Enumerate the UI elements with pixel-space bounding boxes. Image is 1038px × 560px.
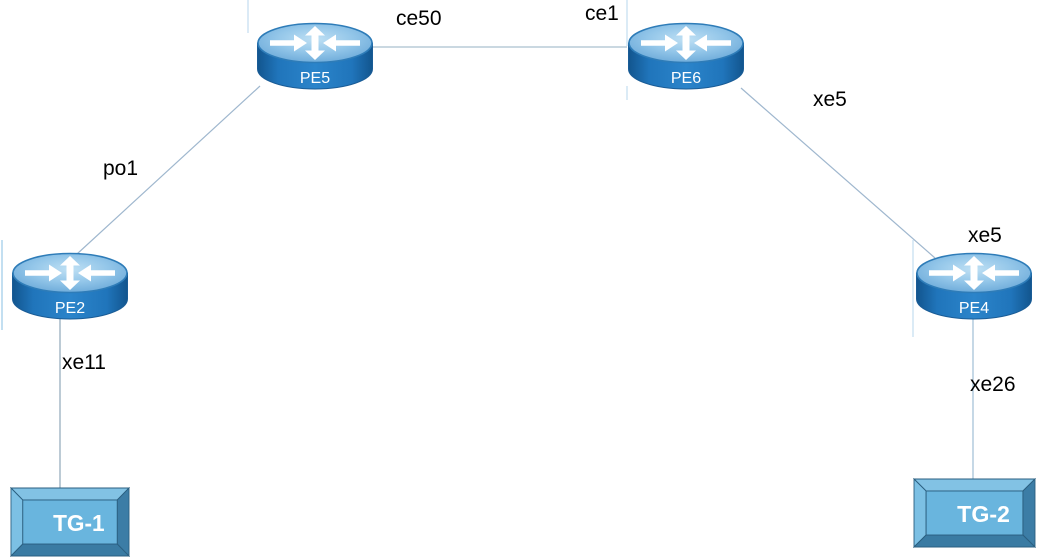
router-arrows-icon	[25, 256, 115, 290]
node-router-pe4[interactable]: PE4	[915, 252, 1033, 320]
interface-label-ce1: ce1	[585, 2, 619, 25]
node-router-pe2[interactable]: PE2	[11, 252, 129, 320]
tg-box-bevel	[10, 487, 130, 557]
node-router-pe5[interactable]: PE5	[256, 22, 374, 90]
interface-label-xe5-pe4: xe5	[968, 224, 1002, 247]
interface-label-ce50: ce50	[396, 7, 442, 30]
router-arrows-icon	[929, 256, 1019, 290]
node-router-pe6[interactable]: PE6	[627, 22, 745, 90]
router-name-label: PE2	[55, 300, 85, 317]
node-tg2[interactable]: TG-2	[913, 478, 1036, 548]
router-name-label: PE5	[300, 70, 330, 87]
tg-name-label: TG-1	[53, 510, 105, 536]
router-name-label: PE4	[959, 300, 989, 317]
interface-label-xe26: xe26	[970, 373, 1016, 396]
interface-label-xe11: xe11	[62, 351, 106, 374]
link-pe6-pe4	[740, 87, 936, 259]
tg-box-bevel	[913, 478, 1036, 548]
interface-label-po1: po1	[103, 157, 139, 180]
router-arrows-icon	[641, 26, 731, 60]
tg-name-label: TG-2	[957, 501, 1010, 527]
router-arrows-icon	[270, 26, 360, 60]
node-tg1[interactable]: TG-1	[10, 487, 130, 557]
interface-label-xe5-pe6: xe5	[813, 88, 847, 111]
router-name-label: PE6	[671, 70, 701, 87]
